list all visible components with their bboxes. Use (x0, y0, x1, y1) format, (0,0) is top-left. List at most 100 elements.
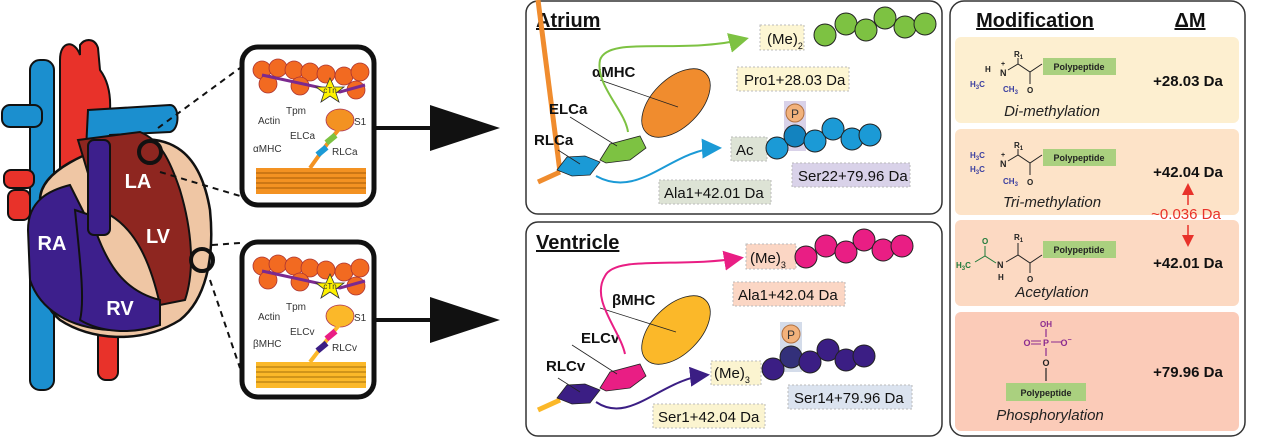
chem-plus: + (1001, 61, 1005, 68)
chem-n: N (1000, 159, 1007, 169)
ventricular-sarcomere-inset: cTn Actin Tpm S1 ELCv RLCv βMHC (239, 239, 377, 400)
rlc-shape (315, 340, 329, 354)
chem-o-minus: O− (1060, 337, 1071, 348)
rlc-phospho-site-label: Ser22+79.96 Da (798, 168, 908, 185)
rlc-mod-arrow (595, 138, 722, 184)
panel-frame (525, 0, 943, 215)
table-row-acetylation: H3C O N H R1 O Polypeptide Acetylation +… (955, 220, 1239, 306)
row-bg (955, 312, 1239, 431)
mod-tag-box (710, 360, 762, 386)
chem-h3c: H3C (970, 151, 985, 162)
chem-r1: R1 (1014, 141, 1024, 152)
chem-ch3: CH3 (1003, 85, 1019, 96)
elc-mod-arrow (598, 33, 749, 133)
elc-label: ELCv (290, 327, 314, 338)
mhc-label: αMHC (253, 144, 282, 155)
elc-mod-arrow (599, 250, 744, 355)
flow-arrow-atrium (374, 105, 500, 151)
chem-ch3: CH3 (1003, 177, 1019, 188)
s1-head (325, 304, 355, 328)
mhc-head (641, 295, 711, 365)
troponin-star (314, 273, 346, 299)
rlc-chain (765, 117, 882, 160)
thick-filament (256, 168, 366, 194)
elc-label: ELCa (290, 131, 315, 142)
mod-delta: +79.96 Da (1153, 364, 1223, 381)
s1-label: S1 (354, 117, 367, 128)
phospho-group (785, 103, 805, 123)
site-box (652, 403, 766, 429)
polypeptide-label: Polypeptide (1053, 153, 1104, 163)
elc-shape (324, 132, 338, 146)
pulmonary-trunk (87, 139, 111, 236)
actin-label: Actin (258, 312, 280, 323)
label-la: LA (125, 171, 152, 193)
tail (535, 0, 563, 173)
table-row-phosphorylation: OH P O O− O Polypeptide Phosphorylation … (955, 312, 1239, 431)
mod-delta: +42.01 Da (1153, 255, 1223, 272)
polypeptide-box (1043, 241, 1116, 258)
elc-chain (813, 6, 937, 47)
polypeptide-box (1043, 149, 1116, 166)
heart-illustration: LA LV RA RV (1, 39, 241, 391)
right-ventricle-region (73, 208, 161, 333)
atrial-sample-circle (137, 139, 163, 165)
troponin-star (314, 77, 346, 103)
chem-n: N (1000, 68, 1007, 78)
myosin-tail (536, 397, 562, 413)
polypeptide-box (1043, 58, 1116, 75)
phospho-label: P (787, 328, 795, 342)
row-bg (955, 220, 1239, 306)
site-box (732, 281, 846, 307)
rlc-label: RLCa (332, 147, 358, 158)
mod-delta: +42.04 Da (1153, 164, 1223, 181)
chem-o: O (1023, 338, 1030, 348)
site-box (787, 384, 913, 410)
tpm-label: Tpm (286, 106, 306, 117)
rlc-domain (556, 155, 601, 177)
mod-name: Acetylation (1014, 284, 1088, 301)
chem-o: O (1027, 86, 1033, 95)
chem-r1: R1 (1014, 233, 1024, 244)
tropomyosin-strand (261, 73, 366, 94)
s1-label: S1 (354, 313, 367, 324)
elc-site-label: Ala1+42.04 Da (738, 287, 838, 304)
polypeptide-label: Polypeptide (1020, 388, 1071, 398)
mod-delta: +28.03 Da (1153, 73, 1223, 90)
rlc-nterm-site-label: Ala1+42.01 Da (664, 185, 764, 202)
mod-tag: (Me)2 (767, 31, 803, 51)
connector-line (209, 279, 241, 369)
elc-site-label: Pro1+28.03 Da (744, 72, 846, 89)
modification-table: Modification ΔM H N + H3C CH3 R1 O Polyp… (949, 0, 1246, 437)
mod-tag-box (745, 243, 797, 270)
atrium-panel: Atrium αMHC ELCa RLCa (Me)2 Pro1+28.03 D… (525, 0, 943, 215)
elc-label: ELCa (549, 101, 588, 118)
rlc-nterm-site-label: Ser1+42.04 Da (658, 409, 760, 426)
chem-h3c: H3C (956, 261, 971, 272)
mhc-label: αMHC (592, 64, 636, 81)
actin-label: Actin (258, 116, 280, 127)
chem-p: P (1043, 338, 1049, 348)
thick-filament (256, 362, 366, 388)
mhc-label: βMHC (253, 339, 282, 350)
rlc-phospho-site-label: Ser14+79.96 Da (794, 390, 904, 407)
chem-h3c: H3C (970, 165, 985, 176)
panel-title: Atrium (536, 10, 600, 32)
panel-title: Ventricle (536, 232, 619, 254)
chem-o: O (1027, 178, 1033, 187)
connector-line (157, 67, 241, 129)
row-bg (955, 37, 1239, 123)
chem-n: N (997, 260, 1004, 270)
mod-tag-box (759, 24, 805, 51)
site-box (736, 66, 850, 92)
connector-line (159, 171, 241, 197)
chem-h: H (985, 65, 991, 74)
actin-filament (252, 58, 370, 100)
connector-line (211, 242, 241, 246)
mod-name: Phosphorylation (996, 407, 1104, 424)
elc-domain (599, 135, 647, 164)
elc-label: ELCv (581, 330, 620, 347)
label-lv: LV (146, 226, 171, 248)
elc-domain (599, 363, 647, 392)
